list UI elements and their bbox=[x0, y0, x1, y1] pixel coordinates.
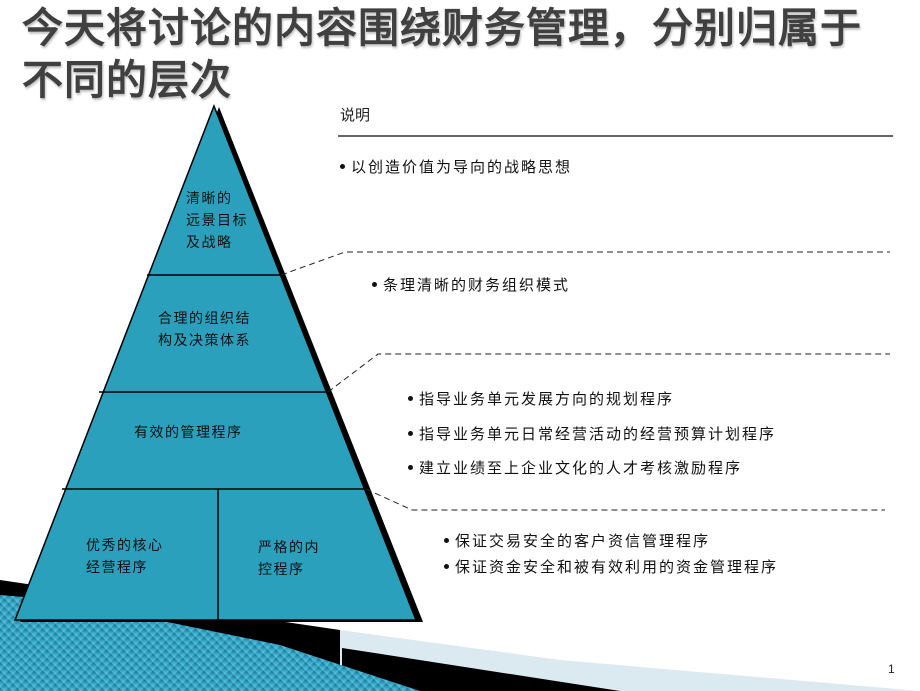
bullet-icon bbox=[340, 163, 345, 169]
description-item: 指导业务单元发展方向的规划程序 bbox=[408, 388, 674, 409]
bullet-icon bbox=[408, 430, 413, 436]
description-item: 建立业绩至上企业文化的人才考核激励程序 bbox=[408, 457, 742, 478]
pyramid-level-internal-control: 严格的内 控程序 bbox=[258, 540, 320, 578]
description-header: 说明 bbox=[340, 106, 371, 124]
pyramid-level-organization: 合理的组织结 构及决策体系 bbox=[158, 311, 251, 349]
bullet-icon bbox=[372, 281, 377, 287]
bullet-icon bbox=[444, 537, 449, 543]
page-number: 1 bbox=[888, 662, 895, 676]
description-item: 指导业务单元日常经营活动的经营预算计划程序 bbox=[408, 423, 776, 444]
bullet-icon bbox=[408, 395, 413, 401]
bullet-icon bbox=[408, 464, 413, 470]
slide-title: 今天将讨论的内容围绕财务管理，分别归属于不同的层次 bbox=[22, 4, 862, 104]
description-item: 保证交易安全的客户资信管理程序 bbox=[444, 530, 710, 551]
pyramid-body bbox=[13, 103, 418, 621]
pyramid-level-vision: 清晰的 远景目标 及战略 bbox=[186, 191, 248, 251]
pyramid-level-core-operations: 优秀的核心 经营程序 bbox=[86, 538, 164, 576]
description-item: 保证资金安全和被有效利用的资金管理程序 bbox=[444, 556, 778, 577]
description-item: 条理清晰的财务组织模式 bbox=[372, 274, 570, 295]
pyramid-level-management: 有效的管理程序 bbox=[134, 425, 243, 441]
dashed-connectors bbox=[280, 251, 890, 511]
description-item: 以创造价值为导向的战略思想 bbox=[340, 156, 572, 177]
bullet-icon bbox=[444, 563, 449, 569]
